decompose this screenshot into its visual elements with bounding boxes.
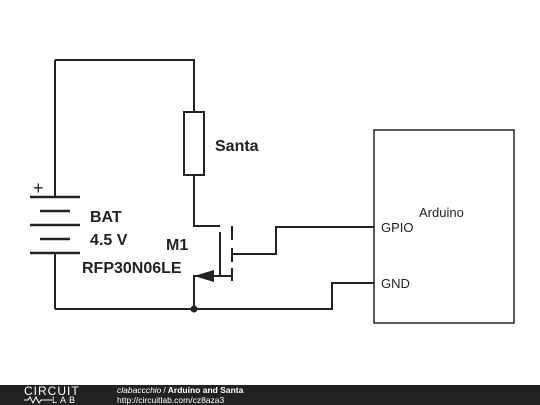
pin-gnd-label: GND [381,276,410,291]
footer-author[interactable]: clabaccchio [117,385,162,395]
mosfet-part: RFP30N06LE [82,260,182,277]
wire-top [55,59,195,112]
logo-text-circuit: CIRCUIT [24,384,80,398]
logo-symbol-icon [24,396,52,404]
wire-gate-gpio [232,226,374,255]
footer-separator: / [163,385,166,395]
battery-plus-sign: + [33,178,44,198]
battery-voltage: 4.5 V [90,232,128,249]
battery-cells [30,195,80,255]
resistor-label: Santa [215,138,259,155]
junction-dot [190,305,198,313]
resistor-santa [183,111,205,176]
arduino-box [373,129,515,324]
footer-bar: CIRCUIT LAB clabaccchio/Arduino and Sant… [0,384,540,405]
footer-credit: clabaccchio/Arduino and Santa [117,385,243,395]
circuitlab-logo: CIRCUIT LAB [24,384,108,405]
battery-name: BAT [90,209,122,226]
pin-gpio-label: GPIO [381,220,414,235]
arduino-label: Arduino [419,205,464,220]
logo-text-lab: LAB [52,395,79,405]
footer-url[interactable]: http://circuitlab.com/cz8aza3 [117,395,225,405]
footer-title[interactable]: Arduino and Santa [167,385,244,395]
wire-resistor-drain [193,175,220,227]
mosfet-name: M1 [166,237,188,254]
wire-bottom [55,282,374,310]
schematic-canvas: Santa + BAT 4.5 V M1 RFP30N06LE Arduino … [30,59,515,324]
mosfet-arrow [194,270,214,282]
